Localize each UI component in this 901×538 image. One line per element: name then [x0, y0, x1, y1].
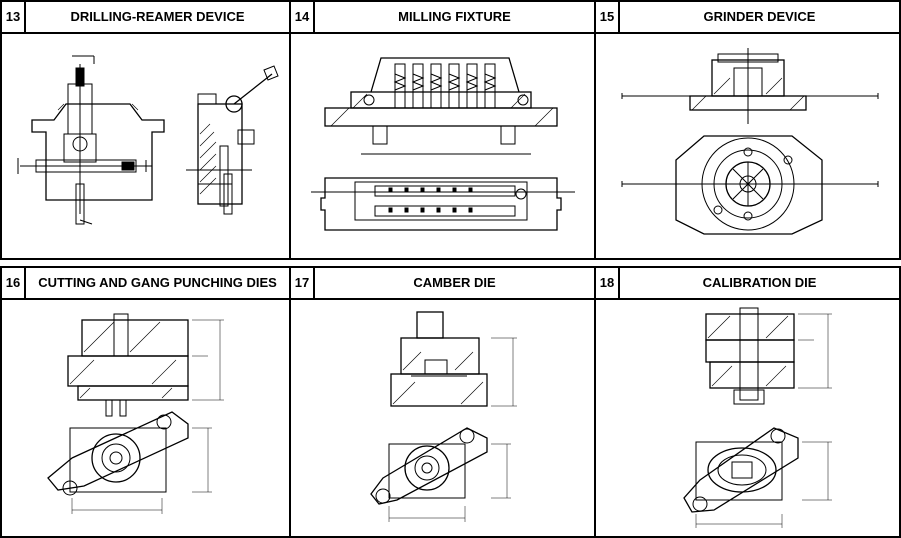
- calibration-die-drawing: [596, 300, 899, 536]
- panel-title: CALIBRATION DIE: [702, 275, 817, 290]
- panel-title: GRINDER DEVICE: [703, 9, 816, 24]
- panel-calibration-die: 18 CALIBRATION DIE: [594, 266, 901, 538]
- panel-grinder-device: 15 GRINDER DEVICE: [594, 0, 901, 260]
- panel-cutting-and-gang-punching-dies: 16 CUTTING AND GANG PUNCHING DIES: [0, 266, 291, 538]
- grinder-device-drawing: [596, 34, 899, 258]
- drilling-reamer-drawing: [2, 34, 289, 258]
- panel-header: 15 GRINDER DEVICE: [596, 2, 899, 34]
- panel-number: 14: [291, 2, 315, 32]
- panel-milling-fixture: 14 MILLING FIXTURE: [289, 0, 596, 260]
- panel-number: 13: [2, 2, 26, 32]
- panel-title: MILLING FIXTURE: [398, 9, 511, 24]
- panel-number: 18: [596, 268, 620, 298]
- panel-number: 17: [291, 268, 315, 298]
- panel-title: CUTTING AND GANG PUNCHING DIES: [38, 275, 277, 290]
- milling-fixture-drawing: [291, 34, 594, 258]
- cutting-dies-drawing: [2, 300, 289, 536]
- panel-number: 15: [596, 2, 620, 32]
- panel-header: 14 MILLING FIXTURE: [291, 2, 594, 34]
- panel-number: 16: [2, 268, 26, 298]
- panel-drilling-reamer-device: 13 DRILLING-REAMER DEVICE: [0, 0, 291, 260]
- panel-header: 17 CAMBER DIE: [291, 268, 594, 300]
- panel-header: 13 DRILLING-REAMER DEVICE: [2, 2, 289, 34]
- camber-die-drawing: [291, 300, 594, 536]
- panel-header: 16 CUTTING AND GANG PUNCHING DIES: [2, 268, 289, 300]
- panel-header: 18 CALIBRATION DIE: [596, 268, 899, 300]
- panel-title: DRILLING-REAMER DEVICE: [70, 9, 245, 24]
- panel-camber-die: 17 CAMBER DIE: [289, 266, 596, 538]
- panel-title: CAMBER DIE: [413, 275, 496, 290]
